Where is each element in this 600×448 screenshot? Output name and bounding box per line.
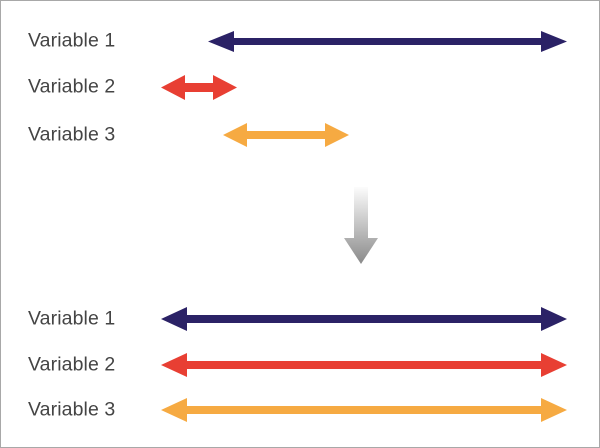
bottom-arrow-variable-2 [161, 353, 567, 377]
bottom-label-variable-2: Variable 2 [28, 353, 116, 376]
top-arrow-variable-3 [223, 123, 349, 147]
bottom-label-variable-1: Variable 1 [28, 307, 116, 330]
top-arrow-variable-2 [161, 74, 237, 100]
bottom-arrow-variable-1 [161, 307, 567, 331]
down-arrow-gradient-icon [344, 187, 378, 264]
bottom-arrow-variable-3 [161, 398, 567, 422]
top-arrow-variable-1 [208, 30, 567, 52]
top-label-variable-3: Variable 3 [28, 123, 116, 146]
top-label-variable-1: Variable 1 [28, 29, 116, 52]
bottom-label-variable-3: Variable 3 [28, 398, 116, 421]
top-label-variable-2: Variable 2 [28, 75, 116, 98]
